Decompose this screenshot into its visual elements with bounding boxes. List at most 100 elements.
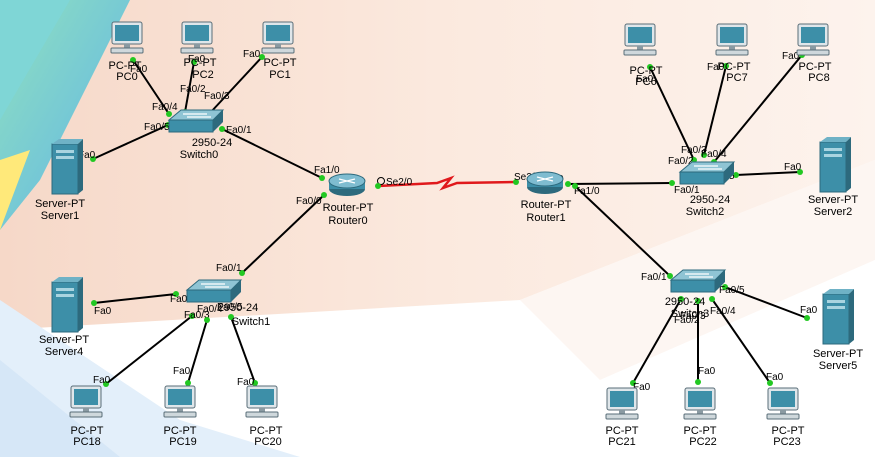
device-model-label: PC-PT — [184, 57, 217, 69]
device-model-label: PC-PT — [718, 61, 751, 73]
link-pc20-switch1[interactable] — [230, 316, 256, 384]
pc-icon — [110, 21, 144, 54]
port-label-pc0: Fa0 — [130, 64, 148, 75]
port-status-pc19 — [185, 380, 191, 386]
link-router1-switch3[interactable] — [574, 185, 671, 277]
pc-icon — [245, 385, 279, 418]
port-status-switch2 — [701, 152, 707, 158]
port-status-switch3 — [722, 284, 728, 290]
device-name-label: Router0 — [328, 215, 367, 227]
link-pc0-switch0[interactable] — [132, 59, 170, 115]
device-name-label: PC1 — [269, 69, 290, 81]
link-pc18-switch1[interactable] — [105, 315, 193, 385]
port-label-router0: Fa0/0 — [296, 196, 322, 207]
pc-icon — [163, 385, 197, 418]
link-pc7-switch2[interactable] — [703, 65, 727, 156]
device-name-label: Server2 — [814, 206, 853, 218]
device-name-label: Server1 — [41, 210, 80, 222]
port-status-pc21 — [630, 380, 636, 386]
link-pc23-switch3[interactable] — [711, 298, 771, 384]
switch-icon — [678, 161, 736, 185]
port-label-pc2: Fa0 — [188, 54, 206, 65]
port-status-switch3 — [695, 298, 701, 304]
link-router0-switch1[interactable] — [241, 194, 325, 274]
port-label-server2: Fa0 — [784, 162, 802, 173]
link-pc19-switch1[interactable] — [187, 319, 208, 384]
link-server2-switch2[interactable] — [735, 171, 801, 176]
port-status-switch1 — [204, 317, 210, 323]
device-name-label: PC7 — [726, 72, 747, 84]
port-status-router0 — [375, 183, 381, 189]
port-status-switch2 — [669, 180, 675, 186]
port-status-switch3 — [678, 296, 684, 302]
device-model-label: Server-PT — [35, 198, 85, 210]
port-label-switch3: Fa0/2 — [674, 315, 700, 326]
port-status-switch0 — [219, 126, 225, 132]
port-status-pc1 — [259, 54, 265, 60]
switch-icon — [167, 109, 225, 133]
link-server5-switch3[interactable] — [724, 286, 808, 319]
port-label-switch1: Fa0/5 — [217, 302, 243, 313]
device-model-label: Router-PT — [323, 202, 374, 214]
device-model-label: Server-PT — [39, 334, 89, 346]
link-server1-switch0[interactable] — [92, 124, 169, 160]
port-status-pc0 — [130, 57, 136, 63]
link-switch0-router0[interactable] — [221, 128, 323, 179]
pc-icon — [605, 387, 639, 420]
port-status-switch1 — [239, 270, 245, 276]
port-label-router0: Se2/0 — [386, 177, 413, 188]
device-name-label: Server4 — [45, 346, 84, 358]
port-label-pc21: Fa0 — [633, 382, 651, 393]
pc-icon — [623, 23, 657, 56]
port-label-switch2: Fa0/3 — [681, 145, 707, 156]
link-pc21-switch3[interactable] — [632, 298, 682, 384]
link-pc2-switch0[interactable] — [184, 61, 195, 113]
link-router1-switch2[interactable] — [567, 182, 673, 185]
port-status-switch0 — [166, 111, 172, 117]
device-model-label: PC-PT — [772, 425, 805, 437]
link-pc6-switch2[interactable] — [649, 66, 695, 161]
device-model-label: PC-PT — [264, 57, 297, 69]
router-icon — [328, 173, 366, 196]
port-label-switch2: Fa0/1 — [674, 185, 700, 196]
port-label-pc6: Fa0 — [636, 74, 654, 85]
devices-layer: PC-PTPC0PC-PTPC2PC-PTPC12950-24Switch0Se… — [35, 21, 863, 448]
port-label-server1: Fa0 — [78, 150, 96, 161]
link-pc8-switch2[interactable] — [713, 54, 803, 163]
port-label-pc23: Fa0 — [766, 372, 784, 383]
link-pc1-switch0[interactable] — [209, 56, 263, 114]
pc-icon — [796, 23, 830, 56]
port-label-switch1: Fa0/4 — [197, 304, 223, 315]
device-model-label: PC-PT — [109, 60, 142, 72]
device-model-label: PC-PT — [606, 425, 639, 437]
port-status-pc23 — [767, 380, 773, 386]
device-name-label: Server5 — [819, 360, 858, 372]
link-server4-switch1[interactable] — [93, 293, 177, 304]
link-router0-router1[interactable] — [377, 175, 517, 191]
device-model-label: PC-PT — [164, 425, 197, 437]
port-label-switch3: Fa0/4 — [710, 306, 736, 317]
device-name-label: Switch3 — [671, 308, 710, 320]
